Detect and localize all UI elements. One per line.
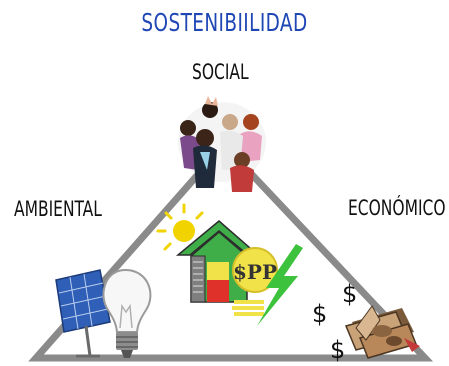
dollar-sign-2: $ xyxy=(312,300,327,328)
label-social: SOCIAL xyxy=(192,60,249,84)
diagram-title: SOSTENIBIILIDAD xyxy=(141,8,308,37)
sustainability-triangle xyxy=(28,139,434,362)
dollar-sign-3: $ xyxy=(330,336,345,364)
label-ambiental: AMBIENTAL xyxy=(14,197,102,221)
lightning-bolt-icon xyxy=(257,244,303,326)
money-bills-icon xyxy=(344,305,420,359)
coin-icon: $PP xyxy=(232,247,278,316)
coin-text: $PP xyxy=(233,260,277,284)
label-economico: ECONÓMICO xyxy=(348,196,446,220)
people-group-icon xyxy=(178,96,266,192)
solar-panel-icon xyxy=(55,269,111,358)
dollar-sign-1: $ xyxy=(342,280,357,308)
light-bulb-icon xyxy=(102,268,152,358)
sun-icon xyxy=(156,203,205,251)
